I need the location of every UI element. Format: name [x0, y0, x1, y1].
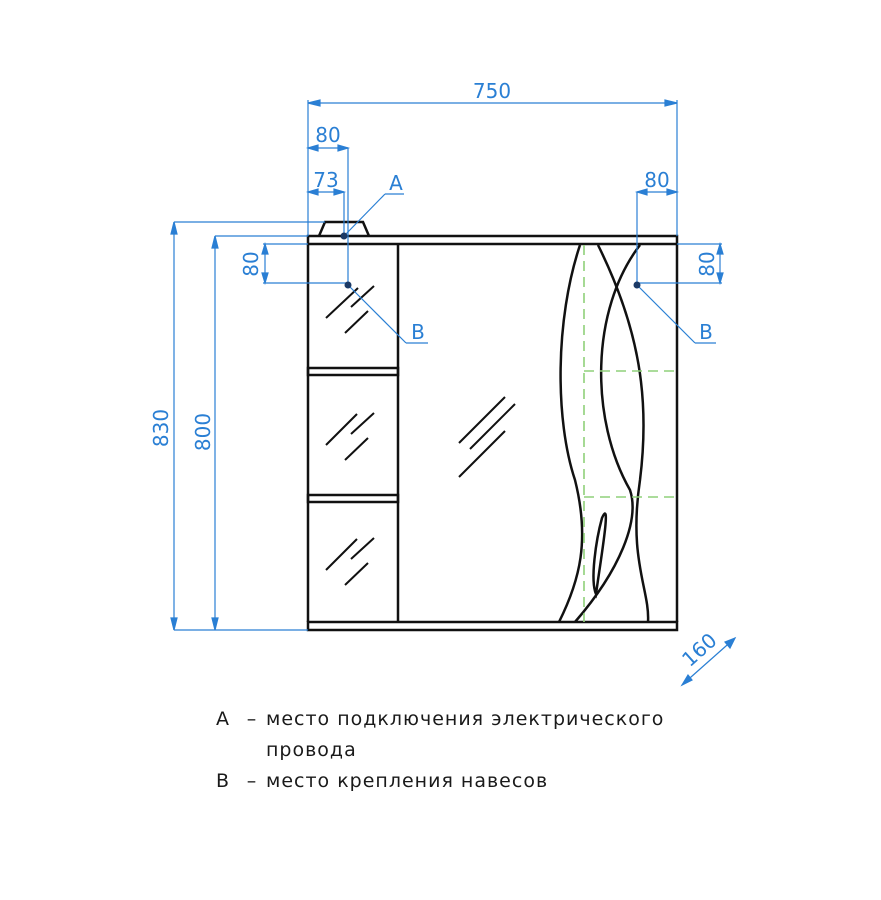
top-panel — [306, 234, 679, 246]
glass-reflection-marks — [325, 285, 516, 586]
label-A: A — [389, 171, 403, 195]
legend-item-A-continuation: провода — [216, 735, 664, 766]
glass-mark-left-middle — [325, 412, 375, 461]
legend-text: место крепления навесов — [266, 770, 549, 792]
dim-depth: 160 — [677, 628, 721, 671]
dimension-lines — [170, 99, 737, 687]
dim-overall-width: 750 — [473, 79, 511, 103]
label-B-right: B — [699, 320, 713, 344]
bottom-panel — [306, 620, 679, 632]
legend-key: B — [216, 770, 231, 792]
dim-right-hole-offset: 80 — [644, 168, 669, 192]
dim-left-hole-offset: 80 — [315, 123, 340, 147]
connection-point-dot — [340, 232, 348, 240]
dim-overall-height: 830 — [149, 409, 173, 447]
dim-right-hole-vertical: 80 — [695, 251, 719, 276]
legend-key: A — [216, 708, 230, 730]
dim-body-height: 800 — [191, 413, 215, 451]
marker-dots — [340, 232, 641, 289]
dim-connection-offset: 73 — [313, 168, 338, 192]
legend-text: место подключения электрического — [266, 708, 665, 730]
mount-point-left-dot — [344, 281, 352, 289]
shelf-upper — [306, 366, 400, 377]
glass-mark-left-top — [325, 285, 375, 334]
mount-point-right-dot — [633, 281, 641, 289]
legend: A – место подключения электрического про… — [216, 704, 664, 797]
label-B-left: B — [411, 320, 425, 344]
hidden-lines — [583, 245, 677, 622]
legend-dash: – — [246, 708, 258, 730]
glass-mark-left-bottom — [325, 537, 375, 586]
cabinet-outline — [306, 220, 679, 632]
legend-text: провода — [266, 739, 357, 761]
dim-left-hole-vertical: 80 — [239, 251, 263, 276]
legend-item-B: B – место крепления навесов — [216, 766, 664, 797]
shelf-lower — [306, 493, 400, 504]
glass-mark-center — [458, 396, 516, 478]
legend-dash: – — [246, 770, 258, 792]
decorative-wave-lines — [557, 244, 650, 623]
legend-item-A: A – место подключения электрического — [216, 704, 664, 735]
